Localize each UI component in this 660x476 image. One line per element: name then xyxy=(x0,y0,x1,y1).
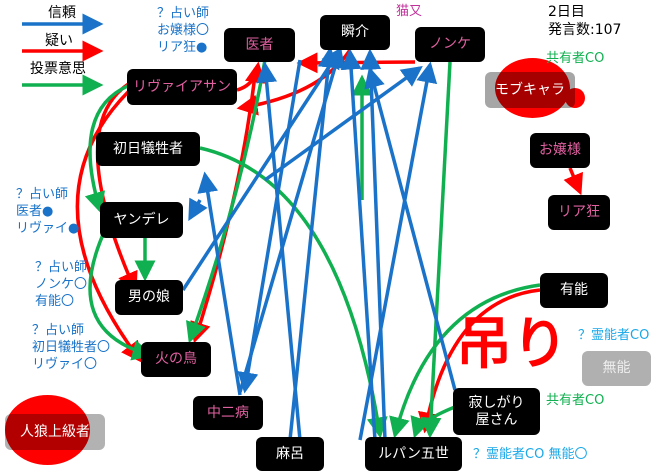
trust-arrow xyxy=(360,48,387,441)
node-riakyo[interactable]: リア狂 xyxy=(548,195,610,230)
node-leviathan[interactable]: リヴァイアサン xyxy=(127,69,237,105)
trust-arrow xyxy=(288,46,339,441)
nekomata-note: 猫又 xyxy=(396,4,423,19)
node-shunsuke[interactable]: 瞬介 xyxy=(320,15,390,50)
vote-arrow xyxy=(389,283,541,439)
node-shonichi[interactable]: 初日犠牲者 xyxy=(96,132,200,166)
trust-arrow xyxy=(263,65,423,182)
blood-splatter xyxy=(495,58,570,118)
node-maro[interactable]: 麻呂 xyxy=(256,437,324,471)
doubt-arrow xyxy=(75,88,143,363)
trust-arrow xyxy=(188,197,208,222)
seer-note: ？占い師 お嬢様〇 リア狂● xyxy=(157,6,210,55)
legend-doubt-label: 疑い xyxy=(45,33,73,49)
node-nonke[interactable]: ノンケ xyxy=(415,27,485,62)
node-munou[interactable]: 無能 xyxy=(582,351,651,386)
trust-arrow xyxy=(364,66,457,391)
node-isha[interactable]: 医者 xyxy=(224,28,295,62)
node-lupin[interactable]: ルパン五世 xyxy=(365,437,462,471)
day-label: 2日目 xyxy=(548,4,585,20)
trust-arrow xyxy=(358,61,438,441)
legend-trust-label: 信頼 xyxy=(48,5,76,21)
hanged-label: 吊り xyxy=(456,312,568,377)
node-mob[interactable]: モブキャラ xyxy=(485,72,575,108)
trust-arrow xyxy=(181,47,342,291)
node-yandere[interactable]: ヤンデレ xyxy=(100,202,183,238)
doubt-arrow xyxy=(95,78,138,294)
seer-note: ？占い師 ノンケ〇 有能〇 xyxy=(35,260,88,309)
vote-arrow xyxy=(420,61,452,439)
node-sabishigari[interactable]: 寂しがり屋さん xyxy=(453,388,540,435)
medium-note: ？霊能者CO 無能〇 xyxy=(473,447,588,462)
blood-splatter xyxy=(565,88,585,108)
vote-arrow xyxy=(199,146,388,439)
mason-note: 共有者CO xyxy=(546,51,605,66)
legend-vote-label: 投票意思 xyxy=(30,61,86,77)
post-count: 発言数:107 xyxy=(548,22,622,38)
trust-arrow xyxy=(256,61,302,441)
node-ojousama[interactable]: お嬢様 xyxy=(530,133,590,168)
vote-arrow xyxy=(88,229,154,361)
seer-note: ？占い師 医者● リヴァイ● xyxy=(16,187,80,236)
node-hinotori[interactable]: 火の鳥 xyxy=(141,342,211,377)
trust-arrow xyxy=(237,59,302,394)
node-jinrou[interactable]: 人狼上級者 xyxy=(5,414,105,450)
doubt-arrow xyxy=(296,52,416,74)
node-otokonoko[interactable]: 男の娘 xyxy=(115,280,183,315)
node-chuunibyou[interactable]: 中二病 xyxy=(193,396,263,430)
mason-note: 共有者CO xyxy=(546,393,605,408)
vote-arrow xyxy=(185,59,267,344)
node-yuunou[interactable]: 有能 xyxy=(540,273,608,308)
medium-note: ？霊能者CO xyxy=(578,328,650,343)
trust-arrow xyxy=(197,171,242,396)
seer-note: ？占い師 初日犠牲者〇 リヴァイ〇 xyxy=(32,323,111,372)
doubt-arrow xyxy=(563,167,583,196)
vote-arrow xyxy=(84,83,131,214)
blood-splatter xyxy=(5,395,90,465)
